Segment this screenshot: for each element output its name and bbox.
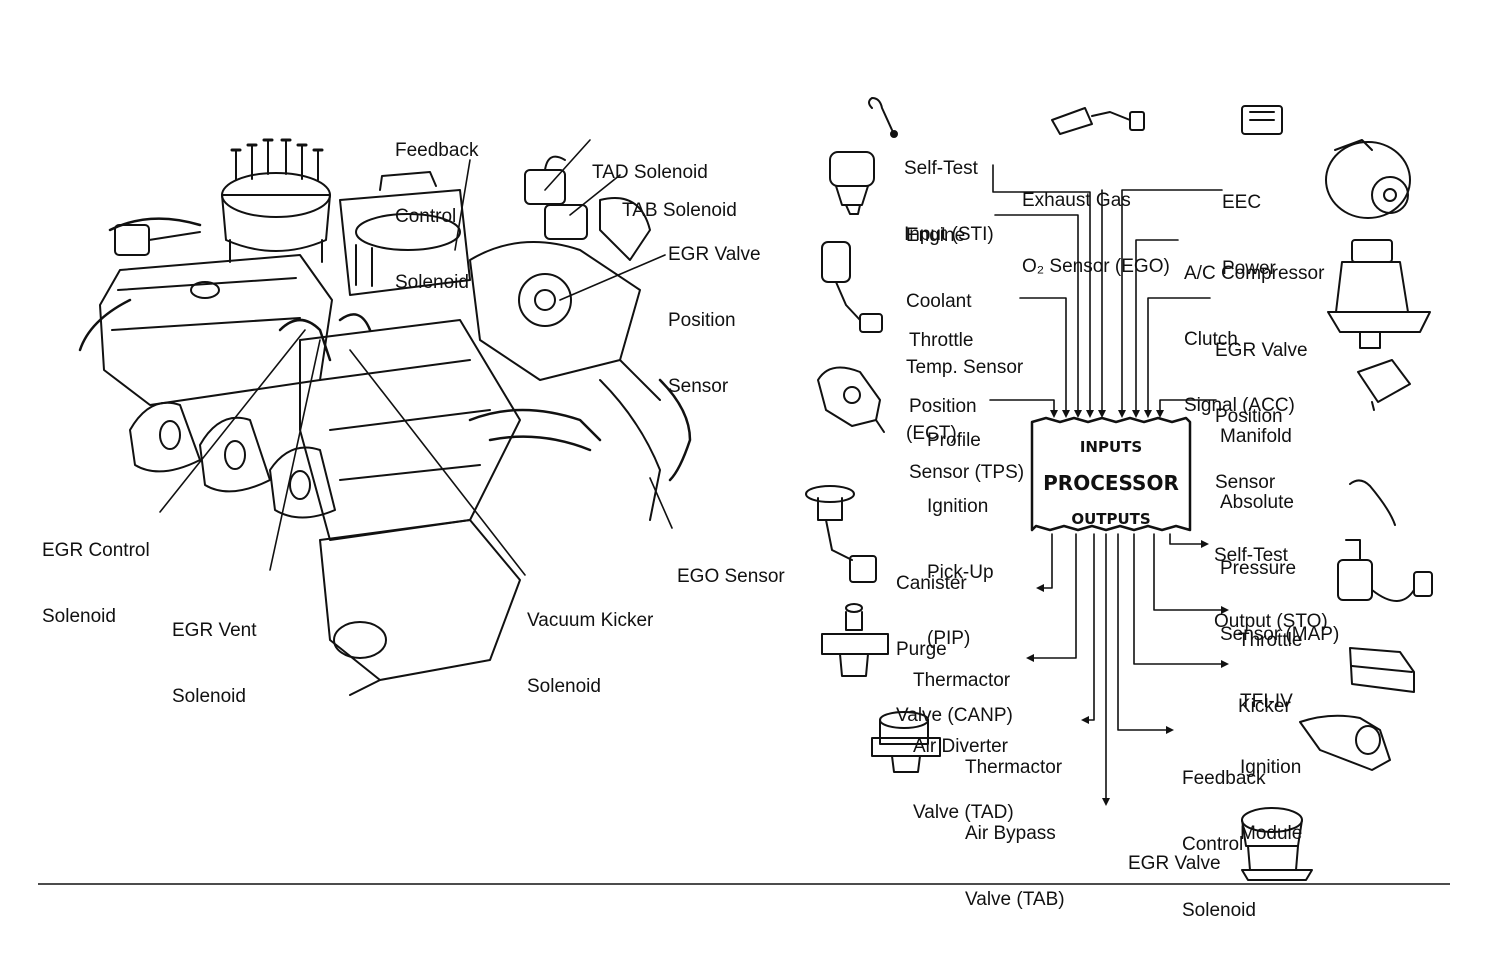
engine-block-lower (319, 519, 521, 696)
label-egr-vent-solenoid: EGR Vent Solenoid (172, 620, 257, 707)
egr-valve-position-icon (1327, 239, 1431, 349)
tfi-module-icon (1349, 647, 1415, 693)
label-egr-valve-position-sensor: EGR Valve Position Sensor (668, 244, 761, 397)
output-arrowheads (1026, 540, 1229, 806)
ac-compressor-icon (1325, 139, 1411, 219)
label-feedback-control-solenoid: Feedback Control Solenoid (395, 140, 479, 293)
label-vacuum-kicker-solenoid: Vacuum Kicker Solenoid (527, 610, 654, 697)
label-sti: Self-Test Input (STI) (904, 158, 994, 245)
map-sensor-icon (1357, 359, 1411, 411)
label-canp: Canister Purge Valve (CANP) (896, 573, 1013, 726)
sto-connector-icon (1349, 479, 1396, 526)
label-egr-valve: EGR Valve (1128, 853, 1221, 874)
label-egr-control-solenoid: EGR Control Solenoid (42, 540, 150, 627)
label-tab-valve: Thermactor Air Bypass Valve (TAB) (965, 757, 1065, 910)
label-eec-power: EEC Power (1222, 192, 1276, 279)
label-sto: Self-Test Output (STO) (1214, 545, 1328, 632)
tad-valve-icon (821, 603, 889, 677)
ego-sensor-icon (1051, 107, 1145, 135)
intake-manifold (299, 319, 521, 541)
processor-inputs-label: INPUTS (1079, 438, 1143, 456)
label-tfi-module: TFI-IV Ignition Module (1240, 691, 1303, 844)
label-tad-solenoid: TAD Solenoid (592, 162, 708, 183)
throttle-kicker-icon (1337, 539, 1433, 602)
sti-connector-icon (868, 97, 898, 138)
pip-icon (817, 366, 885, 433)
label-tab-solenoid: TAB Solenoid (622, 200, 737, 221)
processor-outputs-label: OUTPUTS (1071, 510, 1151, 528)
air-pump-right (469, 197, 661, 521)
label-throttle-kicker: Throttle Kicker (1238, 630, 1303, 717)
label-pip: Profile Ignition Pick-Up (PIP) (927, 430, 994, 649)
canp-icon (805, 485, 877, 583)
label-ego-sensor: EGO Sensor (677, 566, 785, 587)
egr-valve-icon (1241, 807, 1313, 881)
hoses-harness (78, 217, 692, 482)
tad-tab-solenoid-icon (524, 155, 588, 240)
label-tad-valve: Thermactor Air Diverter Valve (TAD) (913, 670, 1014, 823)
ect-sensor-icon (829, 151, 875, 215)
engine-leaders (159, 139, 673, 576)
feedback-solenoid-icon (1299, 714, 1391, 771)
label-ect: Engine Coolant Temp. Sensor (ECT) (906, 225, 1024, 444)
eec-power-icon (1241, 105, 1283, 135)
input-arrowheads (1050, 410, 1164, 418)
label-tps: Throttle Position Sensor (TPS) (909, 330, 1025, 483)
tab-valve-icon (871, 711, 941, 773)
label-feedback-control: Feedback Control Solenoid (1182, 768, 1266, 921)
distributor-icon (221, 138, 331, 263)
processor-title: PROCESSOR (1043, 471, 1179, 495)
egr-sensor-left-icon (114, 224, 201, 256)
label-map: Manifold Absolute Pressure Sensor (MAP) (1220, 426, 1340, 645)
carburetor-icon (339, 171, 471, 296)
exhaust-manifold-left (129, 401, 336, 519)
engine-illustration (78, 138, 692, 696)
processor-box (1030, 416, 1192, 532)
label-acc: A/C Compressor Clutch Signal (ACC) (1184, 263, 1325, 416)
input-wires (989, 164, 1223, 413)
tps-sensor-icon (821, 241, 883, 333)
valve-cover-left (99, 254, 333, 406)
label-egr-valve-position: EGR Valve Position Sensor (1215, 340, 1308, 493)
label-ego: Exhaust Gas O₂ Sensor (EGO) (1022, 190, 1170, 277)
